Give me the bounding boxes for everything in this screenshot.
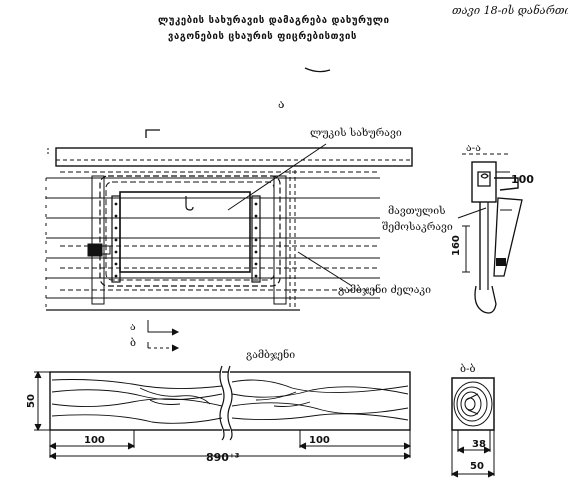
wood-grain: [51, 379, 409, 424]
hatch-cover: [119, 191, 251, 273]
aa-top-rail: [471, 161, 497, 203]
cover-hook: [185, 196, 194, 211]
dimension-50-bottom: 50: [470, 461, 484, 472]
wire-bracket-callout-2: შემოსაკრავი: [382, 221, 453, 233]
brace-callout: გამბჯენი ძელაკი: [338, 284, 431, 296]
bb-growth-rings: [453, 381, 493, 427]
latch-left: [87, 243, 103, 257]
section-bb-view: [450, 377, 496, 478]
aa-bottom-end: [474, 285, 497, 314]
hatch-cover-callout: ლუკის სახურავი: [310, 127, 402, 139]
cut-arrow-a: [147, 320, 178, 333]
break-line-right: [227, 365, 233, 441]
dimension-100-right: 100: [309, 435, 330, 446]
rivets: [114, 202, 258, 278]
hatch-cover-leader: [227, 143, 327, 211]
section-bb-label: ბ-ბ: [460, 363, 476, 375]
brace-bar-title: გამბჯენი: [246, 349, 296, 361]
main-view-label: ა: [278, 97, 285, 111]
brace-bar-view: [34, 365, 412, 460]
cut-mark-b-label: ბ: [130, 337, 136, 349]
dimension-890: 890⁺³: [206, 451, 240, 464]
top-rail: [55, 147, 413, 167]
dimension-100-top: 100: [511, 173, 534, 186]
cut-mark-a-label: ა: [130, 321, 136, 333]
wall-boards: [45, 177, 380, 311]
left-post: [91, 175, 105, 305]
page-title-line-2: ვაგონების ცხაურის ფიცრებისთვის: [168, 31, 357, 42]
latch-left-tab: [101, 245, 111, 255]
brace-leader: [297, 251, 353, 287]
hatch-frame-outer: [99, 175, 281, 287]
left-riveted-strip: [111, 195, 121, 283]
wire-bracket-callout-1: მავთულის: [388, 205, 446, 217]
dimension-100-left: 100: [84, 435, 105, 446]
right-post: [273, 175, 287, 305]
right-riveted-strip: [251, 195, 261, 283]
main-view: [45, 129, 413, 352]
section-aa-view: [457, 153, 523, 314]
cut-symbol-top: [145, 129, 160, 138]
section-aa-label: ა-ა: [466, 142, 481, 154]
table-reference: თავი 18-ის დანართი: [452, 4, 568, 17]
aa-bracket-arm: [494, 177, 519, 191]
bb-section-outline: [451, 377, 495, 431]
stray-mark: [304, 67, 331, 73]
aa-cover-plate: [493, 197, 523, 277]
dimension-38: 38: [472, 439, 486, 450]
page-title-line-1: ლუკების სახურავის დამაგრება დახურული: [158, 15, 390, 26]
break-line-left: [219, 365, 225, 441]
hidden-lines: [60, 171, 380, 291]
hatch-frame-inner: [105, 181, 275, 281]
